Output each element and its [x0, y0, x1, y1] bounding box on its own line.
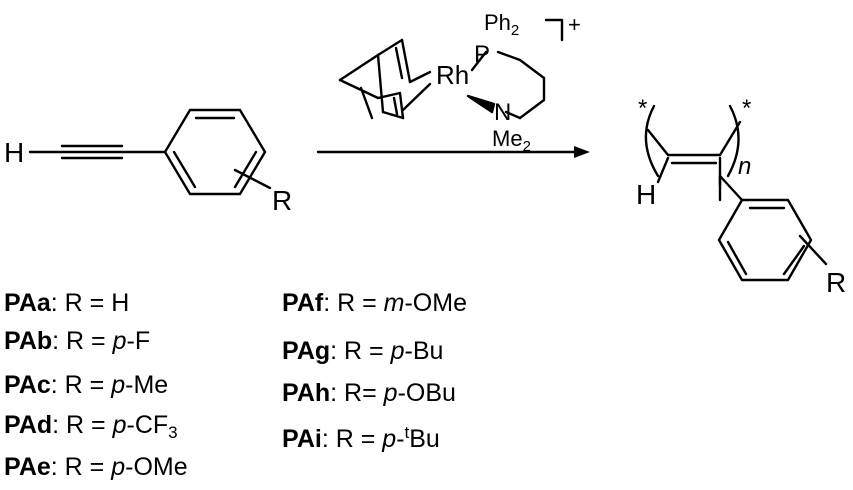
left-repeat-bracket [644, 104, 660, 178]
me2-label: Me2 [492, 126, 531, 155]
pn-chelate [470, 50, 546, 120]
reactant-benzene-ring [163, 108, 267, 196]
right-repeat-bracket [726, 104, 740, 178]
product-h-label: H [636, 179, 656, 210]
triple-bond [60, 144, 124, 160]
product-r-label-overlay: R [826, 267, 846, 298]
legend-item-pac: PAc: R = p-Me [4, 371, 169, 399]
product-end-mark-left: * [638, 95, 647, 122]
legend-item-pai: PAi: R = p-tBu [282, 423, 440, 453]
arrow-head [574, 146, 590, 158]
legend-item-paf: PAf: R = m-OMe [282, 289, 467, 317]
product-end-mark-right: * [742, 95, 751, 122]
reactant-h-label: H [4, 137, 24, 168]
legend-item-pag: PAg: R = p-Bu [282, 337, 444, 365]
n-label: N [494, 99, 511, 126]
ph2-label: Ph2 [484, 10, 519, 39]
reactant-r-label: R [272, 185, 292, 216]
repeat-n-label: n [738, 153, 751, 180]
rh-n-wedge [466, 94, 496, 114]
legend-item-paa: PAa: R = H [4, 289, 130, 317]
legend-item-pad: PAd: R = p-CF3 [4, 411, 178, 442]
complex-bracket [544, 18, 564, 42]
rh-label: Rh [436, 60, 469, 90]
legend-item-pah: PAh: R= p-OBu [282, 379, 456, 407]
legend-item-pab: PAb: R = p-F [4, 327, 151, 355]
charge-label: + [568, 12, 581, 37]
norbornadiene-ligand [338, 38, 432, 120]
reactant-r-bond [233, 168, 272, 190]
legend-item-pae: PAe: R = p-OMe [4, 453, 188, 481]
p-label: P [474, 41, 490, 68]
